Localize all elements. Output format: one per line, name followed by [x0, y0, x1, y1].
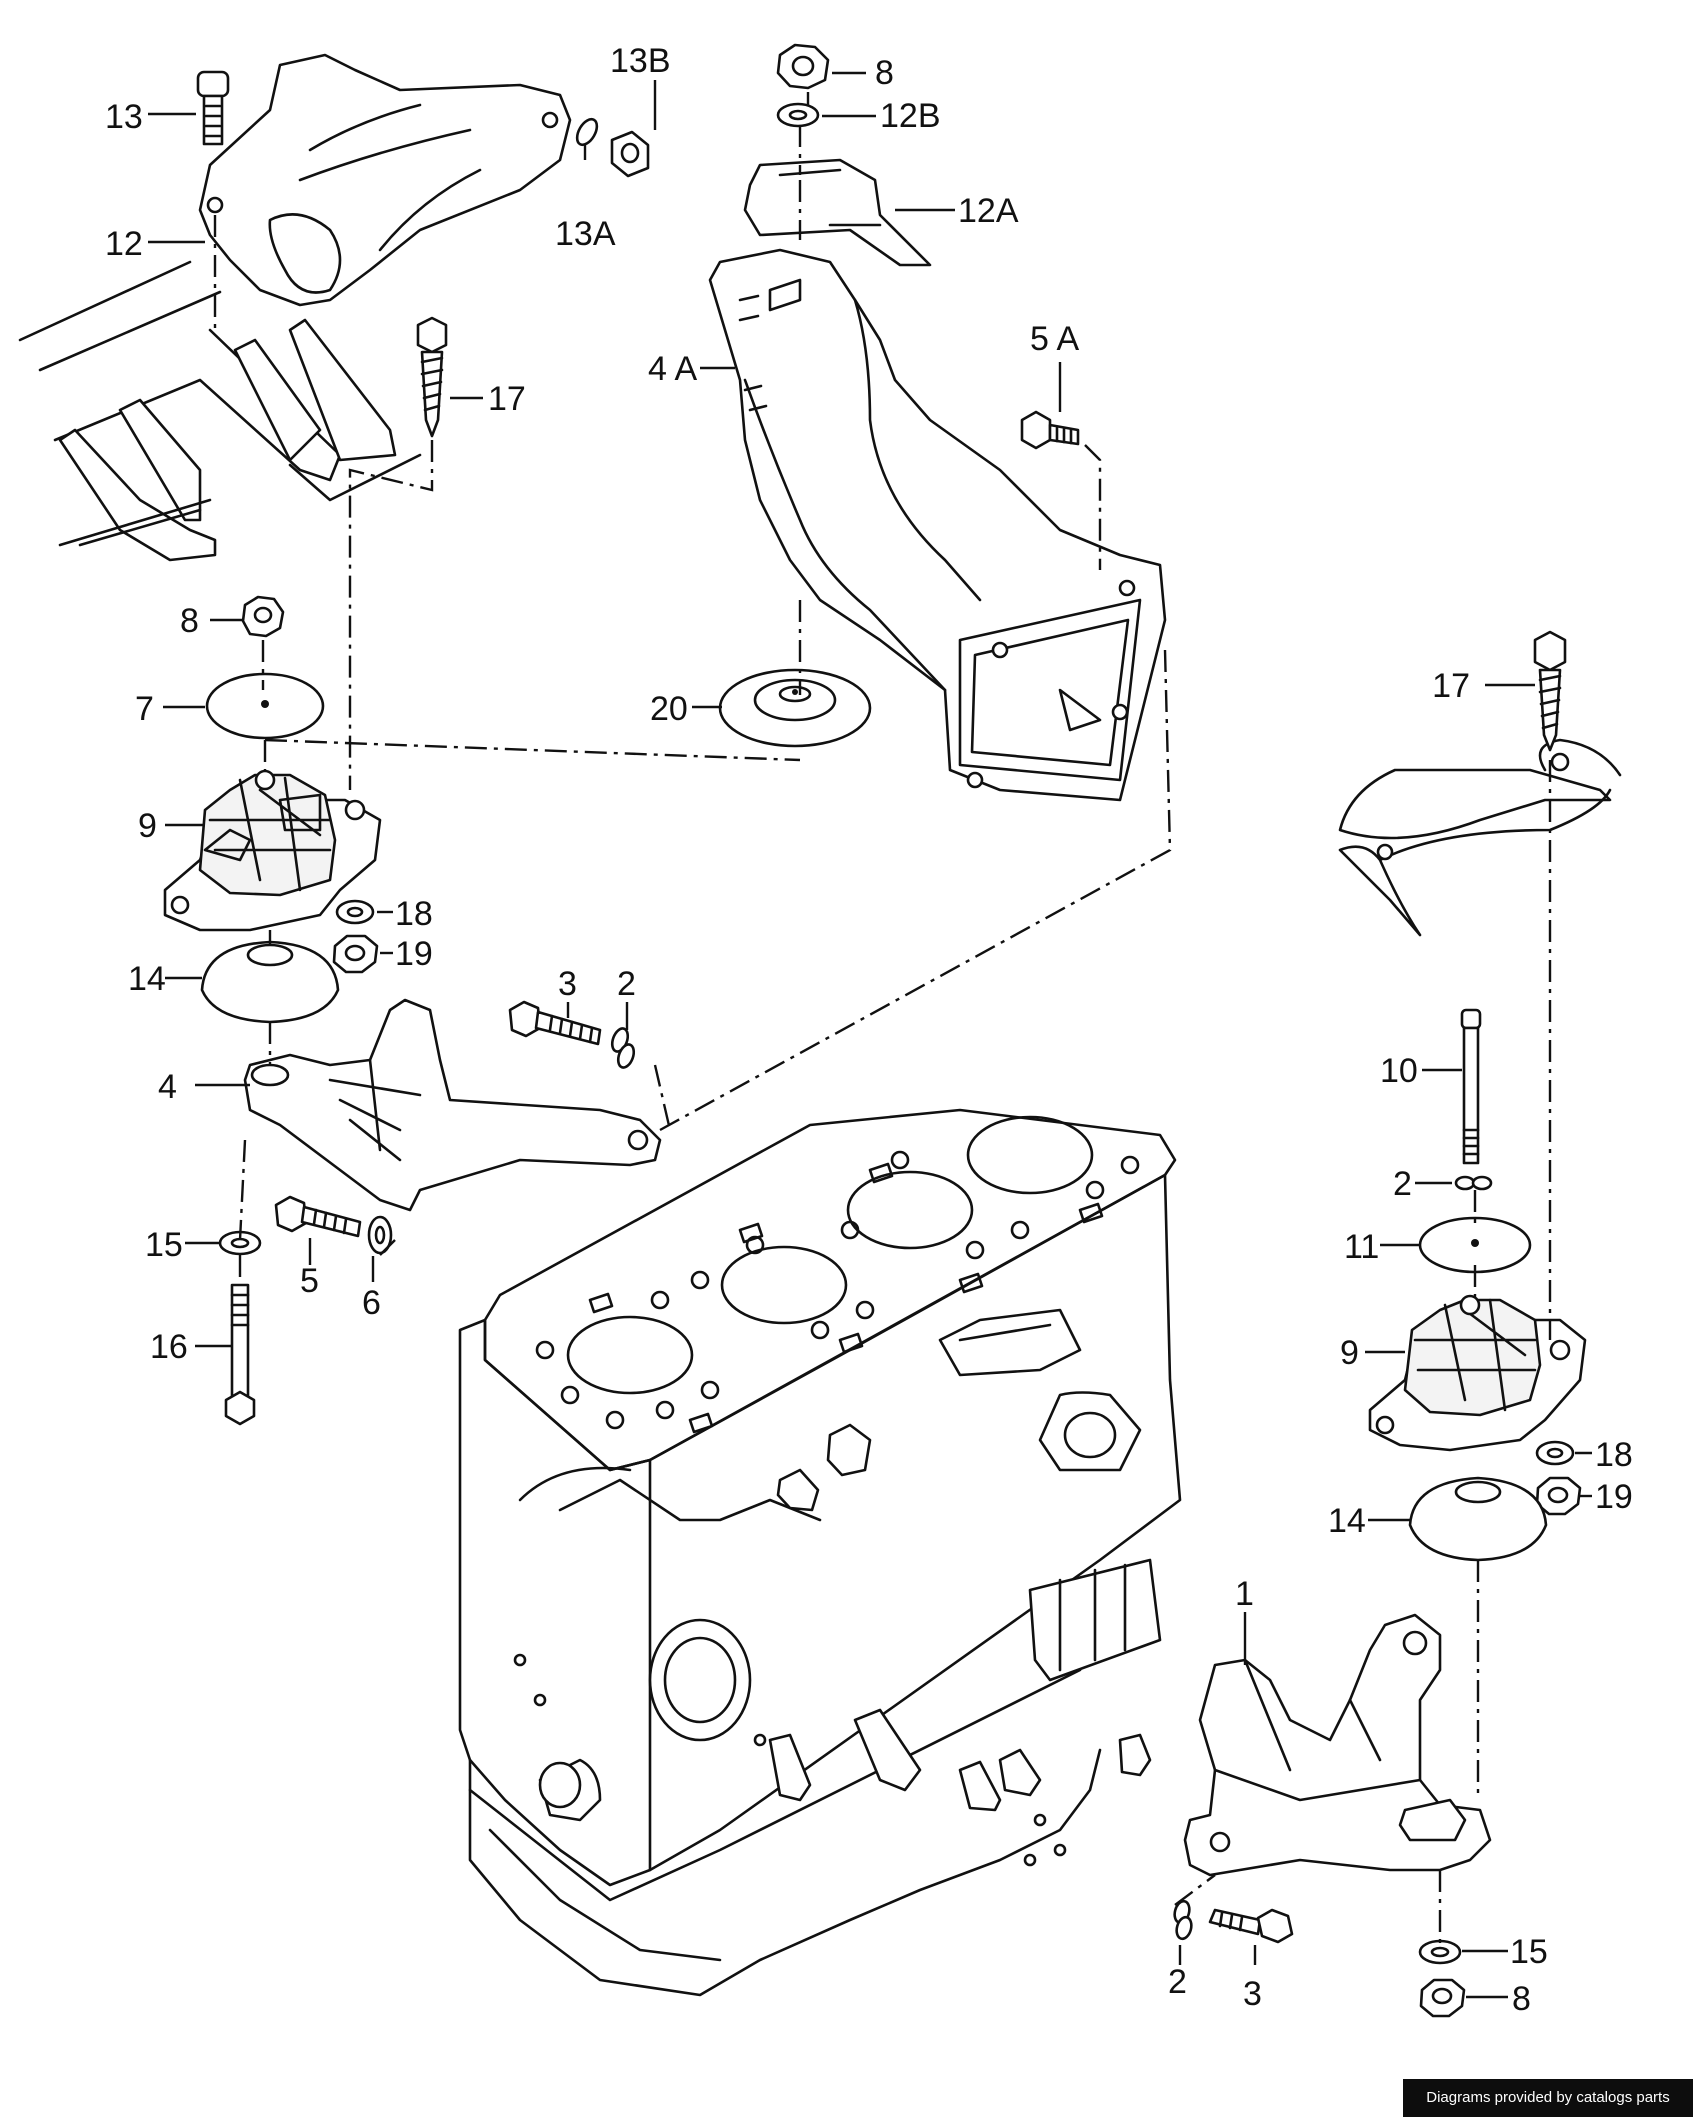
callout-9-left: 9 [138, 807, 157, 845]
nut-8-left [241, 595, 285, 638]
leader-lines [148, 71, 1592, 1999]
callout-14-right: 14 [1328, 1502, 1366, 1540]
nut-8-bottom [1419, 1978, 1466, 2018]
washer-13a [575, 117, 599, 147]
washer-11 [1418, 1216, 1532, 1274]
bracket-12 [198, 53, 572, 307]
bolt-10 [1460, 1008, 1482, 1165]
bolt-13 [196, 70, 230, 146]
callout-13: 13 [105, 98, 143, 136]
subframe-crossmember [18, 260, 422, 562]
callout-18-right: 18 [1595, 1436, 1633, 1474]
callout-3-top: 3 [558, 965, 577, 1003]
callout-4: 4 [158, 1068, 177, 1106]
rubber-pad-20 [718, 668, 872, 748]
callout-13a: 13A [555, 215, 616, 253]
callout-6: 6 [362, 1284, 381, 1322]
callout-12b: 12B [880, 97, 941, 135]
callout-8-top: 8 [875, 54, 894, 92]
callout-18-left: 18 [395, 895, 433, 933]
washer-18-left [335, 899, 375, 925]
bolt-5 [274, 1195, 362, 1238]
callout-5: 5 [300, 1262, 319, 1300]
callout-14-left: 14 [128, 960, 166, 998]
callout-12a: 12A [958, 192, 1019, 230]
callout-15-left: 15 [145, 1226, 183, 1264]
callout-19-left: 19 [395, 935, 433, 973]
washer-7 [205, 672, 325, 740]
nut-19-right [1535, 1476, 1582, 1516]
spring-washer-2-mid [1454, 1175, 1493, 1191]
callout-2-bot: 2 [1168, 1963, 1187, 2001]
callout-labels: 13 13B 13A 12 8 12B 12A 4 A 5 A 17 8 7 2… [105, 42, 1633, 2018]
washer-15-left [218, 1230, 262, 1256]
bolt-17-left [416, 316, 448, 438]
callout-2-mid: 2 [1393, 1165, 1412, 1203]
engine-mount-9-right [1368, 1294, 1587, 1452]
body-bracket-right [1338, 738, 1622, 937]
nut-19-left [332, 934, 379, 974]
callout-3-bot: 3 [1243, 1975, 1262, 2013]
engine-bracket-1 [1183, 1613, 1492, 1877]
callout-4a: 4 A [648, 350, 697, 388]
callout-8-bot: 8 [1512, 1980, 1531, 2018]
callout-17-right: 17 [1432, 667, 1470, 705]
bolt-16 [224, 1283, 256, 1426]
bolt-3-top [508, 1000, 602, 1046]
buffer-14-right [1408, 1476, 1548, 1562]
callout-19-right: 19 [1595, 1478, 1633, 1516]
engine-block [458, 1108, 1182, 1997]
nut-13b [610, 130, 650, 178]
callout-1: 1 [1235, 1575, 1254, 1613]
callout-12: 12 [105, 225, 143, 263]
callout-9-right: 9 [1340, 1334, 1359, 1372]
callout-11: 11 [1344, 1228, 1379, 1266]
washer-18-right [1535, 1440, 1575, 1466]
washer-6 [367, 1215, 393, 1255]
callout-7: 7 [135, 690, 154, 728]
spring-washer-2-top [610, 1027, 636, 1069]
bracket-12a [743, 158, 932, 267]
callout-13b: 13B [610, 42, 671, 80]
buffer-14-left [200, 940, 340, 1024]
spring-washer-2-bottom [1173, 1899, 1193, 1941]
washer-15-right [1418, 1939, 1462, 1965]
callout-17-left: 17 [488, 380, 526, 418]
callout-10: 10 [1380, 1052, 1418, 1090]
bolt-5a [1020, 410, 1080, 450]
callout-5a: 5 A [1030, 320, 1079, 358]
attribution-footer: Diagrams provided by catalogs parts [1403, 2079, 1693, 2117]
callout-20: 20 [650, 690, 688, 728]
washer-12b [776, 102, 820, 128]
transmission-support-4a [708, 248, 1167, 802]
engine-mount-9-left [163, 769, 382, 932]
bolt-3-bottom [1208, 1908, 1294, 1944]
bolt-17-right [1533, 630, 1567, 752]
nut-8-top [776, 43, 830, 90]
callout-8-left: 8 [180, 602, 199, 640]
callout-2-top: 2 [617, 965, 636, 1003]
assembly-lines [213, 92, 1552, 1945]
callout-15-right: 15 [1510, 1933, 1548, 1971]
callout-16: 16 [150, 1328, 188, 1366]
